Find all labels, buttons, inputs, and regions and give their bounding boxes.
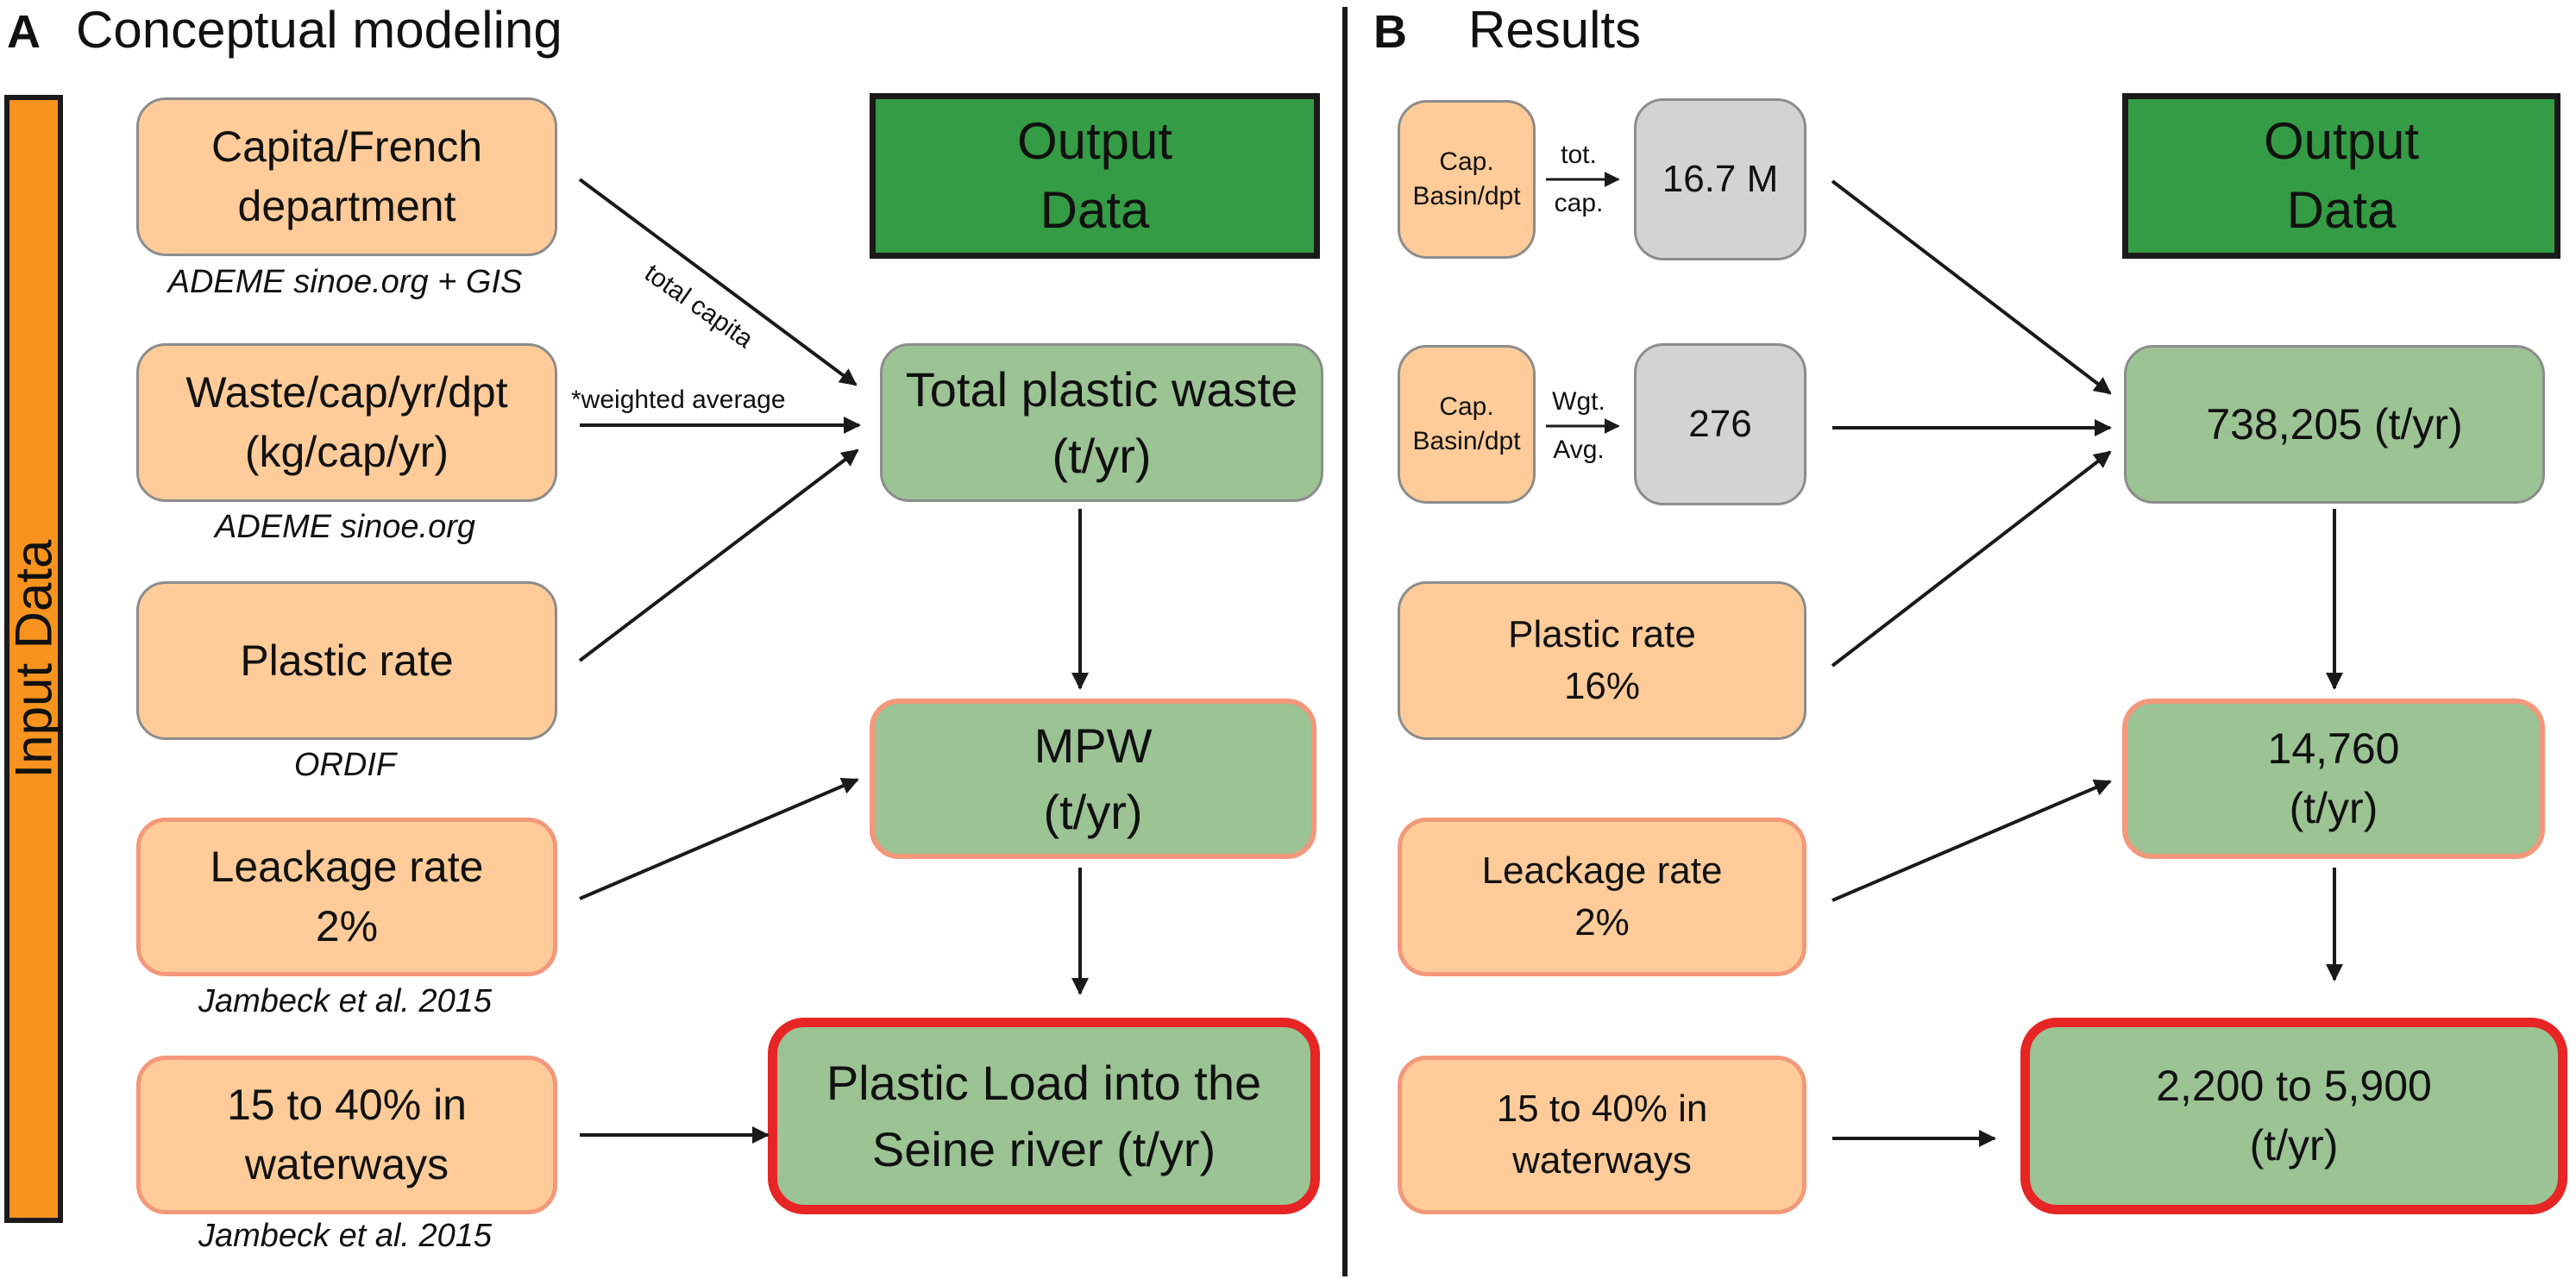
panel-a-output-header: Output Data (870, 93, 1320, 259)
b-output-plastic-load-line1: 2,200 to 5,900 (2156, 1062, 2432, 1110)
input-leakage-line1: Leackage rate (210, 843, 484, 891)
output-plastic-load: Plastic Load into the Seine river (t/yr) (768, 1018, 1320, 1214)
panel-b-output-header-line2: Data (2286, 181, 2397, 239)
mini-arrow-label-1-top: tot. (1561, 141, 1597, 169)
output-mpw-line2: (t/yr) (1043, 785, 1143, 839)
b-output-mpw: 14,760 (t/yr) (2122, 699, 2545, 859)
input-waterways-box: 15 to 40% in waterways (136, 1056, 557, 1214)
output-plastic-load-line1: Plastic Load into the (826, 1055, 1262, 1110)
b-input-leakage-line2: 2% (1574, 901, 1630, 944)
arrow-b-capita-to-total (1831, 179, 2112, 395)
source-leakage: Jambeck et al. 2015 (198, 983, 493, 1019)
b-output-plastic-load: 2,200 to 5,900 (t/yr) (2020, 1018, 2567, 1214)
output-total-plastic-waste-line2: (t/yr) (1052, 429, 1152, 483)
mini-arrow-label-2-top: Wgt. (1552, 387, 1605, 416)
input-leakage-line2: 2% (315, 902, 379, 950)
value-box-weighted-average: 276 (1634, 343, 1806, 505)
panel-b-title: Results (1468, 1, 1642, 59)
output-mpw: MPW (t/yr) (870, 699, 1316, 859)
mini-input-cap-basin-1-line1: Cap. (1439, 147, 1494, 176)
output-total-plastic-waste-line1: Total plastic waste (905, 361, 1298, 417)
b-output-mpw-line1: 14,760 (2267, 724, 2400, 773)
input-plastic-rate-line1: Plastic rate (240, 636, 454, 685)
source-capita: ADEME sinoe.org + GIS (167, 264, 523, 300)
input-waste-line1: Waste/cap/yr/dpt (185, 368, 508, 417)
value-weighted-average: 276 (1688, 403, 1752, 446)
source-waterways: Jambeck et al. 2015 (198, 1218, 493, 1254)
panel-b-output-header: Output Data (2122, 93, 2560, 259)
b-input-leakage-box: Leackage rate 2% (1398, 818, 1806, 976)
input-plastic-rate-box: Plastic rate (136, 581, 557, 740)
b-input-waterways-box: 15 to 40% in waterways (1398, 1056, 1806, 1214)
input-leakage-box: Leackage rate 2% (136, 818, 557, 976)
output-plastic-load-line2: Seine river (t/yr) (871, 1122, 1216, 1176)
panel-b-output-header-line1: Output (2263, 111, 2420, 170)
arrow-capita-to-total (578, 178, 858, 386)
panel-a-output-header-line1: Output (1016, 111, 1173, 170)
b-input-plastic-rate-line1: Plastic rate (1508, 613, 1696, 656)
panel-a-output-header-line2: Data (1040, 181, 1150, 239)
b-input-waterways-line2: waterways (1512, 1139, 1692, 1182)
panel-a-title: Conceptual modeling (76, 1, 562, 59)
input-waterways-line2: waterways (244, 1140, 449, 1188)
mini-arrow-label-2-bottom: Avg. (1553, 436, 1605, 464)
arrow-plastic-rate-to-total (578, 448, 859, 662)
mini-input-cap-basin-1-line2: Basin/dpt (1412, 182, 1521, 210)
input-data-bar: Input Data (4, 95, 63, 1223)
input-capita-line1: Capita/French (210, 122, 483, 171)
mini-input-cap-basin-2-line2: Basin/dpt (1412, 427, 1521, 455)
input-capita-line2: department (237, 182, 456, 230)
b-output-mpw-line2: (t/yr) (2289, 784, 2378, 832)
b-output-plastic-load-line2: (t/yr) (2249, 1121, 2339, 1169)
b-input-plastic-rate-box: Plastic rate 16% (1398, 581, 1806, 740)
b-output-total-plastic-waste: 738,205 (t/yr) (2124, 345, 2545, 504)
b-input-waterways-line1: 15 to 40% in (1496, 1088, 1708, 1131)
output-mpw-line1: MPW (1034, 718, 1153, 773)
arrow-b-leakage-to-mpw (1831, 779, 2112, 902)
input-waste-line2: (kg/cap/yr) (244, 428, 449, 476)
input-capita-box: Capita/French department (136, 97, 557, 256)
input-waste-box: Waste/cap/yr/dpt (kg/cap/yr) (136, 343, 557, 502)
b-input-plastic-rate-line2: 16% (1563, 665, 1641, 707)
source-plastic-rate: ORDIF (293, 747, 397, 783)
panel-b-letter: B (1373, 6, 1407, 58)
source-waste: ADEME sinoe.org (214, 509, 475, 545)
mini-input-cap-basin-2-line1: Cap. (1439, 392, 1494, 421)
mini-input-cap-basin-2: Cap. Basin/dpt (1398, 345, 1536, 504)
panel-a-letter: A (7, 6, 41, 58)
input-waterways-line1: 15 to 40% in (227, 1081, 467, 1129)
panel-divider (1342, 7, 1348, 1276)
arrow-label-weighted-average: *weighted average (571, 386, 786, 414)
output-total-plastic-waste: Total plastic waste (t/yr) (880, 343, 1323, 502)
value-box-total-capita: 16.7 M (1634, 98, 1806, 260)
b-input-leakage-line1: Leackage rate (1481, 850, 1723, 893)
mini-arrow-label-1-bottom: cap. (1554, 189, 1604, 217)
b-output-total-plastic-waste-value: 738,205 (t/yr) (2206, 399, 2463, 448)
mini-input-cap-basin-1: Cap. Basin/dpt (1398, 100, 1536, 259)
value-total-capita: 16.7 M (1662, 158, 1779, 201)
arrow-leakage-to-mpw (579, 777, 859, 900)
arrow-b-plastic-rate-to-total (1831, 450, 2112, 668)
